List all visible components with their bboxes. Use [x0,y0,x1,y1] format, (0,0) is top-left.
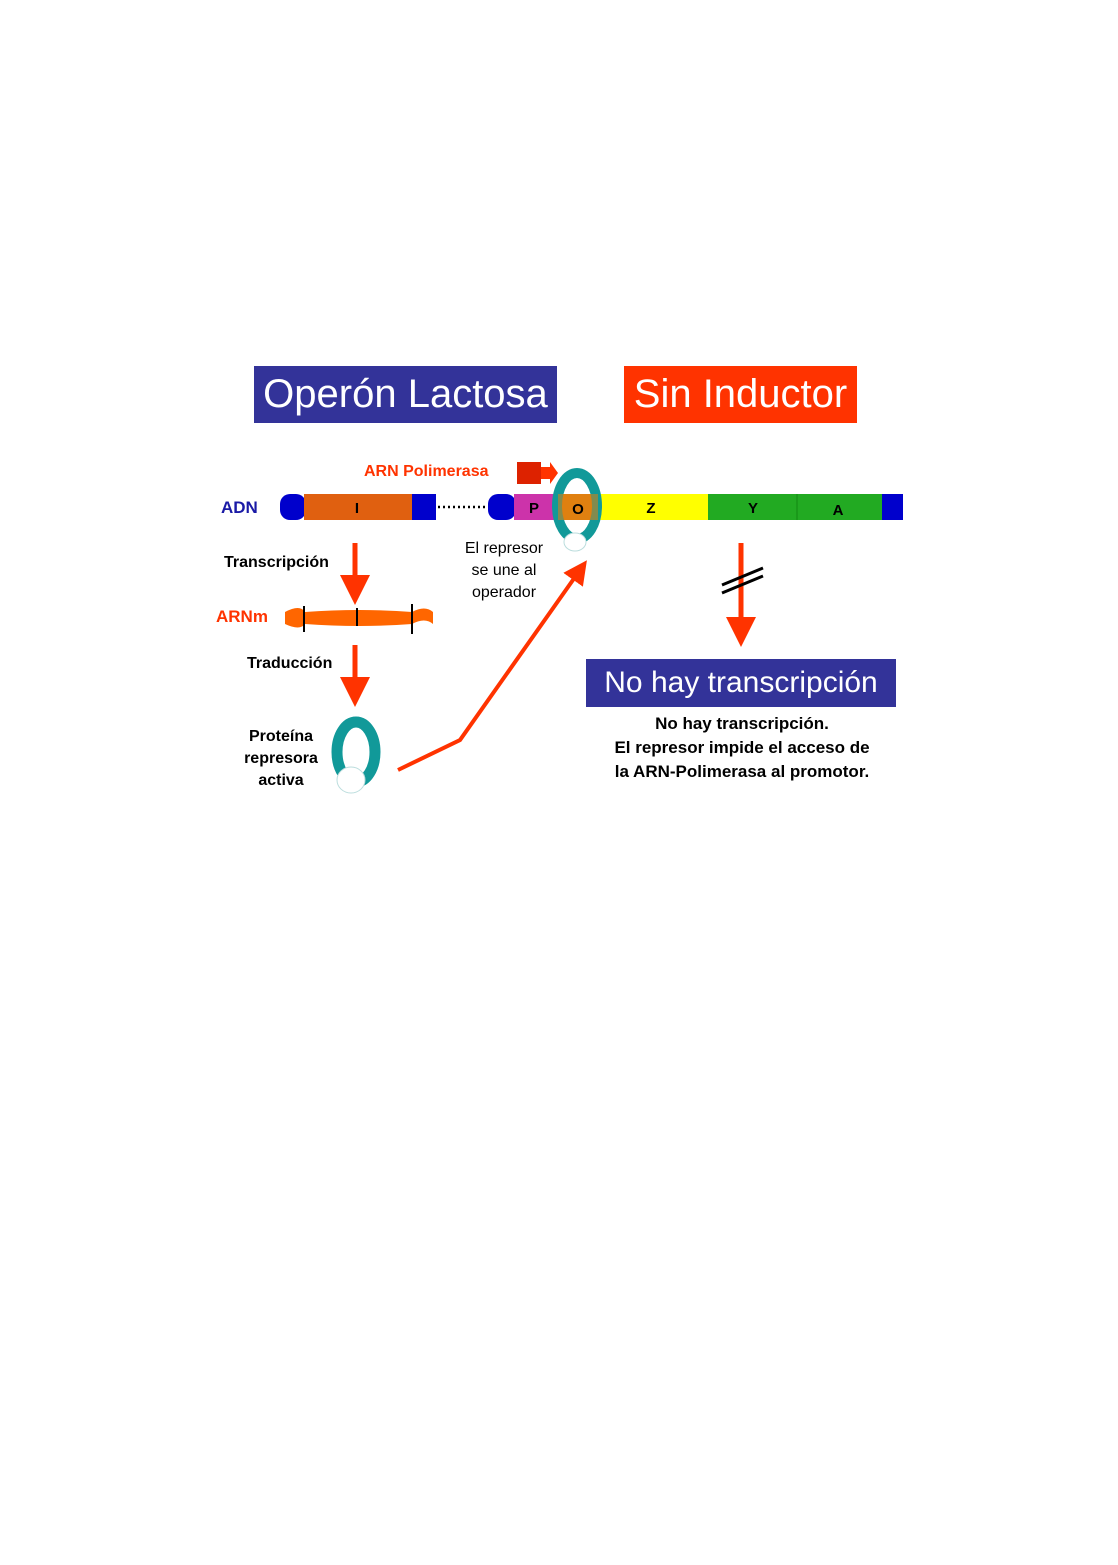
repressor-protein-icon: O [557,473,598,551]
traduccion-label: Traducción [247,655,332,673]
dna-right-segment: P Z Y A [488,494,903,520]
arnm-label: ARNm [216,607,268,627]
adn-label: ADN [221,498,258,518]
explanation-text: No hay transcripción. El represor impide… [580,712,904,784]
dna-left-segment: I [280,494,436,520]
repressor-protein-icon [337,722,375,793]
proteina-represora-label: Proteína represora activa [226,726,336,792]
gene-p-label: P [529,500,539,517]
arn-polimerasa-label: ARN Polimerasa [364,463,489,481]
represor-une-label: El represor se une al operador [446,538,562,604]
mrna-strand [285,604,433,634]
blocked-arrow-icon [722,543,763,632]
gene-o-label: O [572,501,584,518]
gene-i-label: I [355,500,359,517]
gene-y-label: Y [748,500,758,517]
gene-z-label: Z [646,500,655,517]
gene-a-label: A [833,502,844,519]
transcripcion-label: Transcripción [224,554,329,572]
polymerase-flag-icon [517,462,558,484]
